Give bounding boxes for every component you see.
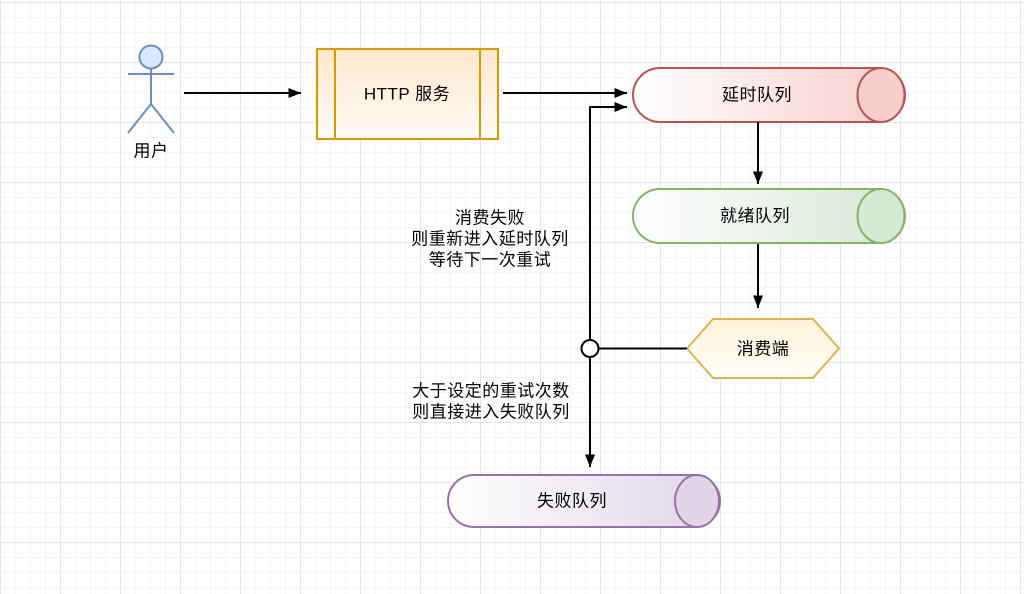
http-service-label: HTTP 服务: [364, 85, 450, 104]
annotation-fail-line2: 则直接进入失败队列: [412, 403, 570, 422]
fail-queue-node[interactable]: 失败队列: [447, 474, 721, 528]
annotation-retry-line1: 消费失败: [455, 209, 525, 228]
annotation-retry-line3: 等待下一次重试: [429, 251, 552, 270]
ready-queue-node[interactable]: 就绪队列: [632, 188, 906, 244]
http-service-node[interactable]: HTTP 服务: [316, 48, 499, 140]
delay-queue-node[interactable]: 延时队列: [632, 67, 906, 123]
consumer-node[interactable]: 消费端: [686, 318, 840, 379]
edge-junction-to-delay[interactable]: [589, 102, 627, 340]
actor-head: [138, 44, 164, 70]
actor-label: 用户: [134, 142, 169, 161]
cylinder-end-cap: [856, 188, 906, 244]
ready-queue-label: 就绪队列: [720, 207, 790, 226]
annotation-fail[interactable]: 大于设定的重试次数 则直接进入失败队列: [412, 382, 570, 422]
annotation-fail-line1: 大于设定的重试次数: [412, 382, 570, 401]
consumer-label: 消费端: [737, 340, 790, 359]
fail-queue-label: 失败队列: [537, 492, 607, 511]
actor-user-node[interactable]: 用户: [127, 44, 175, 161]
annotation-retry[interactable]: 消费失败 则重新进入延时队列 等待下一次重试: [411, 209, 569, 270]
actor-legs: [127, 103, 175, 134]
cylinder-end-cap: [674, 474, 720, 528]
annotation-retry-line2: 则重新进入延时队列: [411, 230, 569, 249]
cylinder-end-cap: [856, 67, 906, 123]
delay-queue-label: 延时队列: [722, 86, 792, 105]
junction-node[interactable]: [580, 339, 600, 358]
